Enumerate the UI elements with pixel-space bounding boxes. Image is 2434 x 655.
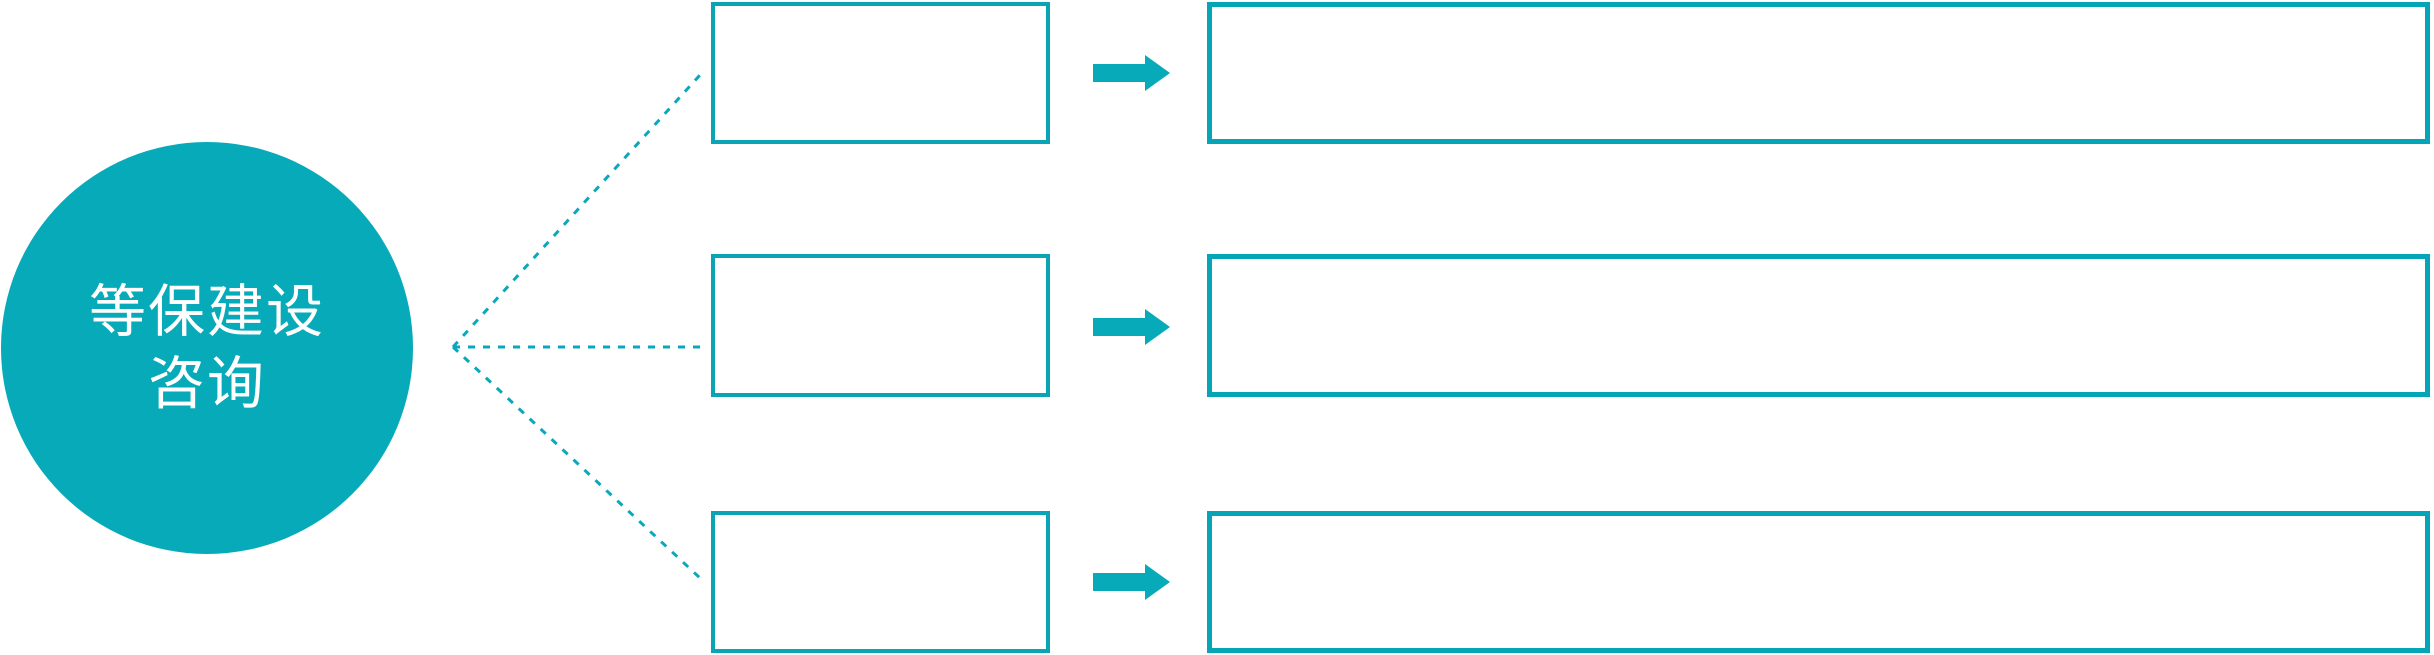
detail-box-1 xyxy=(1207,2,2430,144)
detail-box-3 xyxy=(1207,511,2430,653)
right-arrow-icon xyxy=(1093,55,1170,91)
main-topic-label-line1: 等保建设 xyxy=(89,280,325,344)
main-topic-label-line2: 咨询 xyxy=(148,352,266,416)
subtopic-box-1 xyxy=(711,2,1050,144)
right-arrow-icon xyxy=(1093,564,1170,600)
subtopic-box-2 xyxy=(711,254,1050,397)
right-arrow-icon xyxy=(1093,309,1170,345)
dotted-connector-bottom-icon xyxy=(451,345,702,580)
dotted-connector-top-icon xyxy=(451,73,702,349)
subtopic-box-3 xyxy=(711,511,1050,653)
detail-box-2 xyxy=(1207,254,2430,397)
main-topic-circle: 等保建设 咨询 xyxy=(1,142,413,554)
